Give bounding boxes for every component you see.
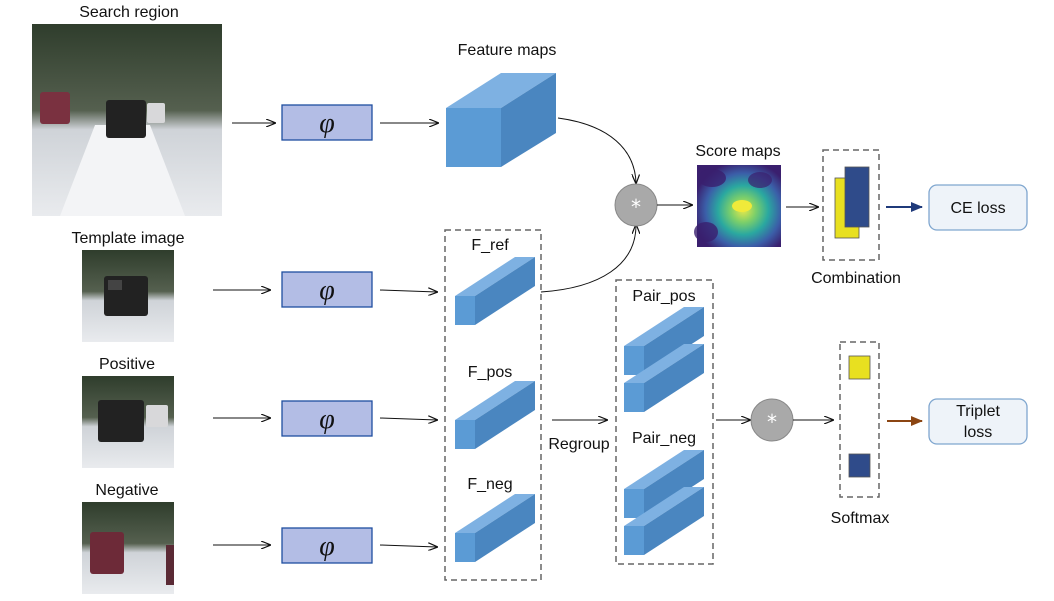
- combination-label: Combination: [811, 270, 901, 287]
- pair-pos-bar-top: [624, 307, 704, 375]
- encoder-template: φ: [281, 271, 373, 308]
- ce-loss-label: CE loss: [950, 200, 1005, 217]
- pair-group-box: [615, 279, 714, 565]
- f-pos-bar: [455, 381, 535, 449]
- triplet-loss-label-line1: Triplet: [956, 403, 1000, 420]
- encoder-negative: φ: [281, 527, 373, 564]
- pair-pos-bar-bottom: [624, 344, 704, 412]
- search-region-image: [32, 24, 222, 216]
- regroup-label: Regroup: [548, 436, 609, 453]
- score-maps-label: Score maps: [695, 143, 780, 160]
- phi-symbol: φ: [319, 108, 335, 139]
- feature-group-box: [444, 229, 542, 581]
- correlation-node-bottom: *: [750, 398, 794, 442]
- pair-pos-label: Pair_pos: [632, 288, 695, 305]
- arrow-encoder-to-f-ref: [379, 290, 437, 292]
- phi-symbol: φ: [319, 404, 335, 435]
- negative-label: Negative: [95, 482, 158, 499]
- phi-symbol: φ: [319, 275, 335, 306]
- curve-f-ref-to-correlation: [540, 225, 636, 293]
- f-pos-label: F_pos: [468, 364, 512, 381]
- correlation-symbol: *: [631, 195, 641, 219]
- pair-neg-bar-top: [624, 450, 704, 518]
- softmax-positive-score: [848, 355, 871, 380]
- combination-box: [822, 149, 880, 261]
- softmax-label: Softmax: [831, 510, 890, 527]
- f-neg-bar: [455, 494, 535, 562]
- correlation-symbol: *: [767, 410, 777, 434]
- ce-loss-box: CE loss: [928, 184, 1028, 231]
- triplet-loss-box: Triplet loss: [928, 398, 1028, 445]
- f-neg-label: F_neg: [467, 476, 512, 493]
- search-region-label: Search region: [79, 4, 179, 21]
- template-image: [82, 250, 174, 342]
- f-ref-label: F_ref: [471, 237, 509, 254]
- score-maps-heatmap: [694, 165, 781, 247]
- softmax-box: [839, 341, 880, 498]
- correlation-node-top: *: [614, 183, 658, 227]
- curve-feature-maps-to-correlation: [557, 117, 636, 183]
- negative-image: [82, 502, 174, 594]
- positive-image: [82, 376, 174, 468]
- feature-maps-label: Feature maps: [458, 42, 557, 59]
- triplet-loss-label-line2: loss: [964, 424, 992, 441]
- feature-maps-cube: [446, 73, 556, 167]
- encoder-search: φ: [281, 104, 373, 141]
- combination-navy-map: [844, 166, 870, 228]
- positive-label: Positive: [99, 356, 155, 373]
- f-ref-bar: [455, 257, 535, 325]
- pair-neg-bar-bottom: [624, 487, 704, 555]
- softmax-negative-score: [848, 453, 871, 478]
- pair-neg-label: Pair_neg: [632, 430, 696, 447]
- encoder-positive: φ: [281, 400, 373, 437]
- phi-symbol: φ: [319, 531, 335, 562]
- template-image-label: Template image: [72, 230, 185, 247]
- arrow-encoder-to-f-neg: [379, 545, 437, 547]
- arrow-encoder-to-f-pos: [379, 418, 437, 420]
